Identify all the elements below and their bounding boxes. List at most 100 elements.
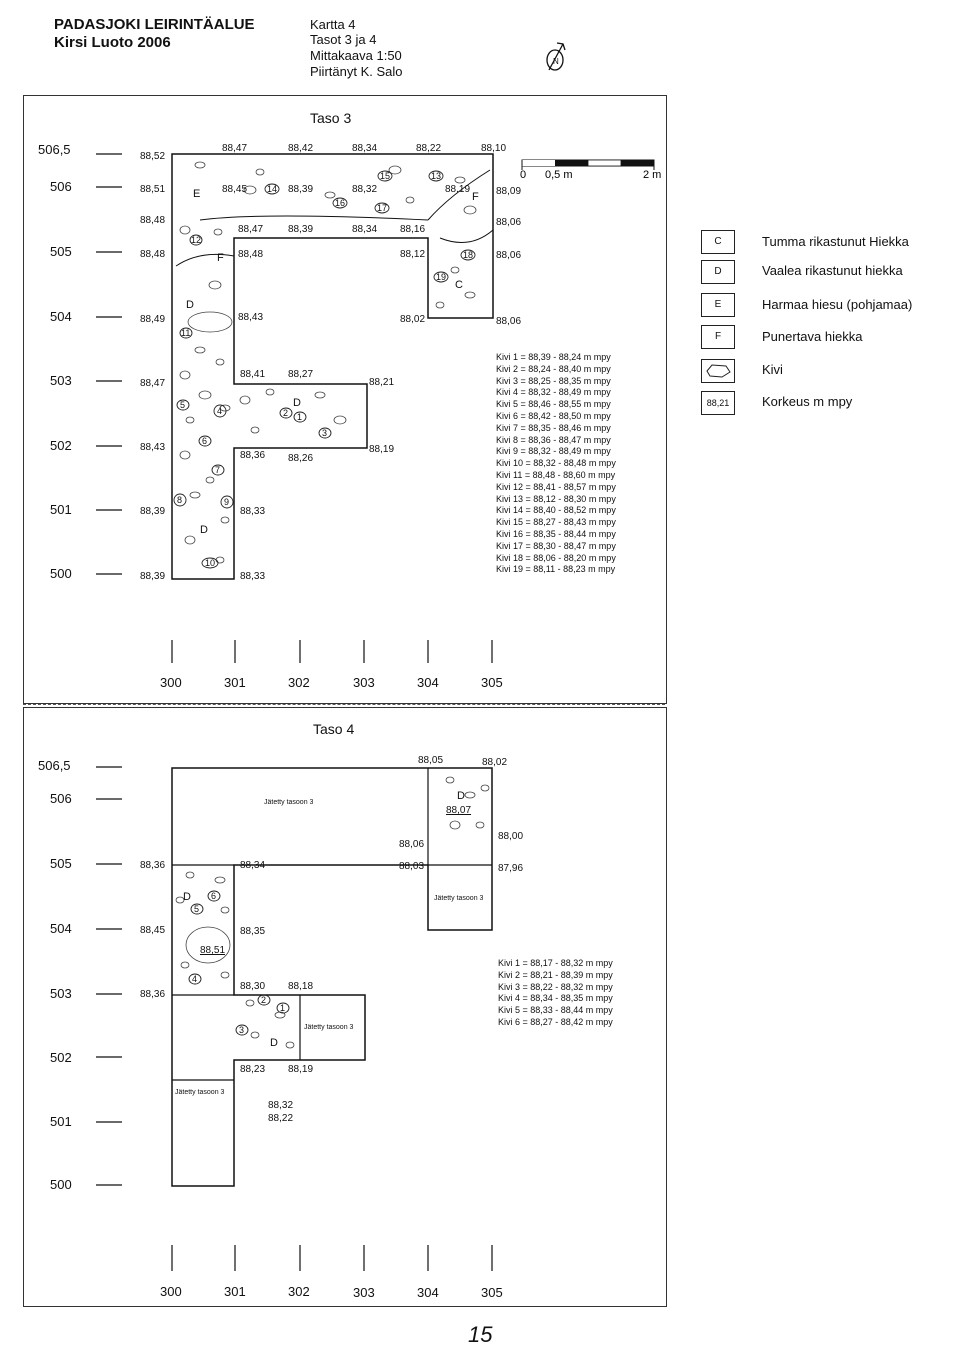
x-label: 300 (160, 675, 182, 690)
height-value: 88,42 (288, 143, 313, 154)
y-label: 502 (50, 438, 72, 453)
zone-letter: D (293, 397, 301, 409)
taso3-stone-list: Kivi 1 = 88,39 - 88,24 m mpy Kivi 2 = 88… (496, 352, 616, 576)
height-value: 88,06 (496, 316, 521, 327)
height-value: 88,02 (482, 757, 507, 768)
height-value: 88,03 (399, 861, 424, 872)
stone-number: 6 (211, 891, 216, 901)
legend-stone-swatch (701, 359, 735, 383)
stone-list-item: Kivi 3 = 88,25 - 88,35 m mpy (496, 375, 611, 386)
x-label: 301 (224, 675, 246, 690)
taso4-drawing: 1 2 3 4 5 6 D D D 88,05 88,02 88,07 88,0… (96, 755, 523, 1300)
legend-key: 88,21 (701, 391, 735, 415)
stone-number: 5 (180, 400, 185, 410)
height-value: 88,22 (268, 1113, 293, 1124)
y-label: 506 (50, 791, 72, 806)
stone-list-item: Kivi 2 = 88,21 - 88,39 m mpy (498, 969, 613, 980)
stone-list-item: Kivi 9 = 88,32 - 88,49 m mpy (496, 446, 611, 457)
height-value: 88,43 (140, 442, 165, 453)
stone-number: 10 (205, 558, 215, 568)
height-value: 88,06 (496, 217, 521, 228)
height-value: 88,34 (352, 224, 377, 235)
taso4-stone-list: Kivi 1 = 88,17 - 88,32 m mpy Kivi 2 = 88… (498, 958, 613, 1029)
stone-list-item: Kivi 4 = 88,34 - 88,35 m mpy (498, 993, 613, 1004)
jatetty-note: Jätetty tasoon 3 (304, 1024, 354, 1031)
zone-letter: D (200, 524, 208, 536)
x-label: 305 (481, 675, 503, 690)
taso4-height-values: 88,05 88,02 88,07 88,00 88,06 88,36 88,3… (140, 755, 523, 1124)
height-value: 88,34 (240, 860, 265, 871)
jatetty-note: Jätetty tasoon 3 (264, 799, 314, 806)
section-divider (23, 704, 665, 705)
scale-label: 0 (520, 169, 526, 181)
height-value: 88,39 (288, 184, 313, 195)
taso3-title: Taso 3 (310, 110, 352, 126)
height-value: 88,35 (240, 926, 265, 937)
height-value: 88,27 (288, 369, 313, 380)
stone-list-item: Kivi 18 = 88,06 - 88,20 m mpy (496, 552, 616, 563)
height-value: 88,23 (240, 1064, 265, 1075)
stone-list-item: Kivi 12 = 88,41 - 88,57 m mpy (496, 481, 616, 492)
stone-number: 5 (194, 904, 199, 914)
stone-number: 4 (192, 974, 197, 984)
stone-number: 4 (217, 406, 222, 416)
stone-number: 6 (202, 436, 207, 446)
height-value: 88,36 (140, 860, 165, 871)
taso3-drawing: 1 2 3 4 5 6 7 8 9 10 11 12 13 14 15 16 1… (96, 143, 661, 690)
stone-number: 13 (431, 171, 441, 181)
scale-bar: 0 0,5 m 2 m (520, 159, 661, 181)
y-label: 500 (50, 566, 72, 581)
height-value: 88,16 (400, 224, 425, 235)
taso3-y-ticks (96, 153, 122, 575)
height-value: 88,43 (238, 312, 263, 323)
height-value: 88,00 (498, 831, 523, 842)
stone-number: 2 (283, 408, 288, 418)
y-label: 500 (50, 1177, 72, 1192)
x-label: 302 (288, 675, 310, 690)
stone-list-item: Kivi 13 = 88,12 - 88,30 m mpy (496, 493, 616, 504)
stone-list-item: Kivi 1 = 88,17 - 88,32 m mpy (498, 958, 613, 968)
height-value: 88,34 (352, 143, 377, 154)
legend-label: Punertava hiekka (762, 329, 863, 344)
x-label: 305 (481, 1285, 503, 1300)
zone-letter: D (457, 790, 465, 802)
legend-label: Harmaa hiesu (pohjamaa) (762, 297, 913, 312)
zone-letter: E (193, 188, 200, 200)
stone-list-item: Kivi 14 = 88,40 - 88,52 m mpy (496, 505, 616, 516)
height-value: 88,36 (140, 989, 165, 1000)
stone-number: 1 (297, 412, 302, 422)
y-label: 503 (50, 986, 72, 1001)
stone-list-item: Kivi 6 = 88,27 - 88,42 m mpy (498, 1016, 613, 1027)
height-value: 88,26 (288, 453, 313, 464)
scale-label: 2 m (643, 169, 661, 181)
height-value: 88,51 (140, 184, 165, 195)
taso4-title: Taso 4 (313, 721, 355, 737)
height-value: 88,07 (446, 805, 471, 816)
stone-number: 1 (280, 1003, 285, 1013)
y-label: 505 (50, 856, 72, 871)
drawn-by: Piirtänyt K. Salo (310, 64, 403, 79)
zone-letter: D (183, 891, 191, 903)
stone-list-item: Kivi 17 = 88,30 - 88,47 m mpy (496, 540, 616, 551)
height-value: 88,36 (240, 450, 265, 461)
x-label: 303 (353, 1285, 375, 1300)
y-label: 506,5 (38, 142, 71, 157)
height-value: 88,45 (222, 184, 247, 195)
legend-label: Korkeus m mpy (762, 394, 853, 409)
stone-number: 12 (191, 235, 201, 245)
y-label: 506,5 (38, 758, 71, 773)
taso4-x-ticks (171, 1245, 493, 1271)
taso4-x-labels: 300 301 302 303 304 305 (160, 1284, 503, 1300)
height-value: 88,32 (352, 184, 377, 195)
y-label: 504 (50, 921, 72, 936)
stone-number: 15 (380, 171, 390, 181)
zone-letter: D (186, 299, 194, 311)
legend-label: Tumma rikastunut Hiekka (762, 234, 909, 249)
y-label: 501 (50, 502, 72, 517)
height-value: 88,45 (140, 925, 165, 936)
height-value: 88,33 (240, 506, 265, 517)
stone-list-item: Kivi 19 = 88,11 - 88,23 m mpy (496, 564, 616, 575)
height-value: 88,05 (418, 755, 443, 766)
height-value: 88,41 (240, 369, 265, 380)
jatetty-note: Jätetty tasoon 3 (434, 895, 484, 902)
